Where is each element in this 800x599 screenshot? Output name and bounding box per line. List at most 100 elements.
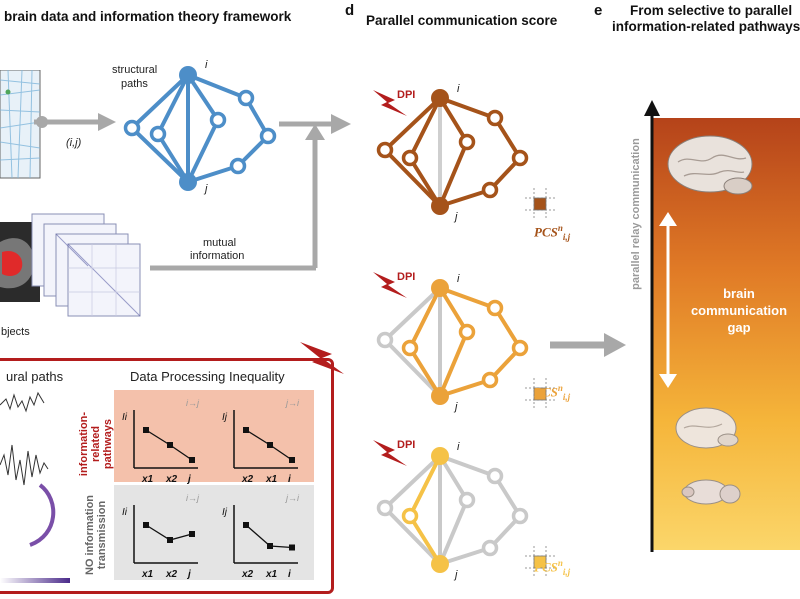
section-e-title-2: information-related pathways	[612, 19, 800, 34]
dpi-xtick: j	[186, 569, 191, 580]
pcs-node	[401, 507, 419, 525]
pcs-node	[511, 339, 529, 357]
section-d-letter: d	[345, 2, 355, 19]
dpi-xtick: x1	[141, 569, 154, 580]
dpi-ylabel: Ij	[222, 507, 228, 518]
connectivity-matrix	[0, 70, 41, 179]
dpi-lightning-icon	[373, 90, 407, 116]
gap-double-arrow	[659, 212, 677, 388]
structural-paths-label-1: structural	[112, 64, 158, 76]
pcs-node-j	[431, 197, 449, 215]
dpi-lightning-icon	[373, 440, 407, 466]
pcs-node	[376, 141, 394, 159]
pcs-node	[511, 149, 529, 167]
dpi-corner-label: j→i	[285, 493, 300, 503]
dpi-point	[289, 544, 295, 551]
pcs-base-2: PCS	[534, 384, 558, 400]
dpi-label: DPI	[397, 271, 415, 283]
pcs-label-1: PCSni,j	[534, 223, 570, 242]
dpi-point	[267, 442, 273, 448]
dpi-ylabel: Ij	[222, 412, 228, 423]
pcs-node	[481, 539, 499, 557]
info-band	[114, 390, 314, 482]
mutual-information-label-1: mutual	[203, 237, 237, 249]
pcs-matrix-icon	[525, 188, 555, 220]
dpi-point	[189, 457, 195, 463]
gap-label-2: communication	[690, 303, 788, 318]
pcs-label-3: PCSni,j	[534, 558, 570, 577]
gap-label: brain communication gap	[684, 285, 794, 336]
dpi-point	[167, 442, 173, 448]
relay-axis-label: parallel relay communication	[626, 110, 642, 320]
row-top-label-2: pathways	[102, 418, 114, 470]
pcs-label-j: j	[453, 401, 458, 413]
pair-arrow	[34, 113, 116, 131]
lightning-icon	[300, 342, 344, 374]
pcs-sup-1: n	[557, 223, 563, 233]
pcs-node-i	[431, 447, 449, 465]
inset-colorbar	[0, 578, 70, 583]
row-top-label-1: information-related	[78, 411, 102, 477]
dpi-point	[189, 531, 195, 537]
inset-left-title: ural paths	[6, 369, 64, 384]
gap-label-1: brain	[723, 286, 755, 301]
structural-network-blue	[123, 66, 277, 191]
pcs-node	[486, 467, 504, 485]
pcs-edge-inner	[438, 286, 469, 397]
pcs-label-2: PCSni,j	[534, 383, 570, 402]
pcs-network-2: i j DPI	[373, 271, 555, 413]
section-e-title-1: From selective to parallel	[630, 3, 793, 18]
gap-label-3: gap	[727, 320, 751, 335]
pcs-node	[481, 181, 499, 199]
dpi-corner-label: j→i	[285, 398, 300, 408]
dpi-xtick: i	[288, 569, 291, 580]
dpi-label: DPI	[397, 89, 415, 101]
d-to-e-arrow	[550, 333, 626, 357]
pcs-node	[486, 299, 504, 317]
row-bottom-label-2: transmission	[96, 500, 108, 570]
pcs-matrix-icon	[525, 546, 555, 578]
dpi-corner-label: i→j	[186, 398, 200, 408]
mi-arrow-line	[150, 265, 316, 271]
human-brain-image	[667, 135, 753, 195]
pair-label: (i,j)	[66, 137, 82, 149]
noinfo-band	[114, 485, 314, 580]
pcs-node	[458, 323, 476, 341]
section-c-title: brain data and information theory framew…	[4, 9, 292, 24]
inset-right-title: Data Processing Inequality	[130, 369, 285, 384]
pcs-node	[401, 149, 419, 167]
relay-axis-text: parallel relay communication	[630, 138, 642, 290]
pcs-edge-inner	[438, 96, 469, 207]
row-bottom-label-1: NO information	[84, 494, 96, 576]
relay-axis	[644, 100, 660, 552]
blue-node-j-label: j	[205, 183, 208, 195]
dpi-xtick: x1	[265, 569, 278, 580]
pcs-label-i: i	[457, 273, 460, 285]
dpi-point	[143, 427, 149, 433]
pcs-label-i: i	[457, 441, 460, 453]
pcs-node-j	[431, 555, 449, 573]
pcs-node-i	[431, 89, 449, 107]
dpi-ylabel: Ii	[122, 507, 128, 518]
dpi-point	[243, 427, 249, 433]
signal-traces	[0, 391, 56, 547]
dpi-xtick: x2	[165, 474, 178, 485]
dpi-point	[143, 522, 149, 528]
pcs-sub-3: i,j	[562, 566, 571, 577]
pcs-base-3: PCS	[534, 559, 558, 575]
pcs-node	[458, 491, 476, 509]
blue-node-i-label: i	[205, 59, 208, 71]
row-bottom-label: NO information transmission	[76, 485, 116, 581]
pcs-node	[481, 371, 499, 389]
pcs-sup-2: n	[557, 383, 563, 393]
row-top-label: information-related pathways	[76, 388, 116, 484]
pcs-base-1: PCS	[534, 224, 558, 240]
pcs-node	[376, 499, 394, 517]
dpi-xtick: x1	[141, 474, 154, 485]
